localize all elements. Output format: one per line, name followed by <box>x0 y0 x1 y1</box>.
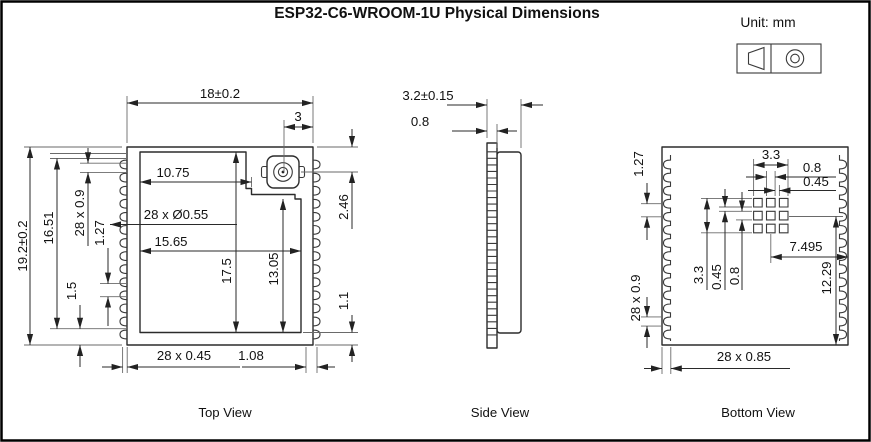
dim-pad-row-span: 16.51 <box>41 211 56 244</box>
dim-pcb-thickness: 0.8 <box>411 114 429 129</box>
dim-bv-pad-width: 28 x 0.85 <box>717 349 771 364</box>
thermal-pad-grid <box>753 197 789 234</box>
dim-shield-step-width: 10.75 <box>156 165 189 180</box>
dim-antenna-offset: 3 <box>294 109 301 124</box>
dim-bv-pad-pitch: 1.27 <box>631 151 646 177</box>
dim-grid-pad-gap-v: 0.45 <box>709 264 724 290</box>
dim-through-holes: 28 x Ø0.55 <box>144 207 209 222</box>
dim-shield-to-edge: 1.1 <box>336 292 351 310</box>
dim-pad-length: 28 x 0.9 <box>72 190 87 237</box>
dim-grid-to-bottom-edge: 12.29 <box>819 261 834 294</box>
side-view: 3.2±0.15 0.8 Side View <box>402 88 543 420</box>
dim-bv-pad-length: 28 x 0.9 <box>628 275 643 322</box>
castellation-edge-left <box>662 155 672 341</box>
dim-pad-pitch: 1.27 <box>92 220 107 246</box>
dim-pad-width: 28 x 0.45 <box>157 348 211 363</box>
bottom-view-dimension-lines <box>643 161 848 372</box>
unit-label: Unit: mm <box>740 15 795 30</box>
dim-grid-to-right-edge: 7.495 <box>789 239 822 254</box>
dim-grid-width: 3.3 <box>762 147 780 162</box>
truncated-cone-icon <box>747 46 765 71</box>
bottom-view: 1.27 3.3 0.8 0.45 3.3 0.45 0.8 7.495 12.… <box>628 146 849 420</box>
castellation-edge-left <box>119 155 128 341</box>
side-view-shield <box>496 151 522 334</box>
dim-grid-pad-gap: 0.45 <box>803 174 829 189</box>
side-view-label: Side View <box>471 405 530 420</box>
connector-ring-inner <box>277 166 289 178</box>
dim-total-thickness: 3.2±0.15 <box>402 88 453 103</box>
dim-shield-right-height: 13.05 <box>266 252 281 285</box>
bottom-view-label: Bottom View <box>721 405 795 420</box>
projection-symbol-icon <box>736 43 822 74</box>
top-view-dimension-lines <box>26 99 356 371</box>
dim-grid-pad-height: 0.8 <box>727 267 742 285</box>
projection-symbol-box <box>736 43 822 74</box>
top-view: 18±0.2 3 19.2±0.2 16.51 28 x 0.9 1.27 1.… <box>15 86 358 420</box>
circle-view-icon <box>785 49 805 68</box>
dim-top-to-connector: 2.46 <box>336 194 351 220</box>
circle-view-icon-inner <box>790 53 800 64</box>
dim-overall-width: 18±0.2 <box>200 86 240 101</box>
dim-pad-to-corner: 1.08 <box>238 348 264 363</box>
connector-ring-outer <box>273 162 293 182</box>
dim-overall-height: 19.2±0.2 <box>15 220 30 271</box>
dim-grid-pad-width: 0.8 <box>803 160 821 175</box>
side-view-castellation-rungs <box>487 151 497 336</box>
dim-shield-height: 17.5 <box>219 258 234 284</box>
side-view-pcb <box>486 142 498 349</box>
shield-can-outline <box>139 151 302 334</box>
top-view-label: Top View <box>198 405 252 420</box>
castellation-edge-right <box>312 155 321 341</box>
ufl-antenna-connector <box>260 155 306 189</box>
page-title: ESP32-C6-WROOM-1U Physical Dimensions <box>274 5 600 22</box>
bottom-view-module-outline <box>661 146 849 346</box>
dim-grid-height: 3.3 <box>691 266 706 284</box>
side-view-dimension-lines <box>447 101 543 135</box>
castellation-edge-right <box>838 155 848 341</box>
dim-last-pad-to-edge: 1.5 <box>64 282 79 300</box>
dim-shield-width: 15.65 <box>154 234 187 249</box>
